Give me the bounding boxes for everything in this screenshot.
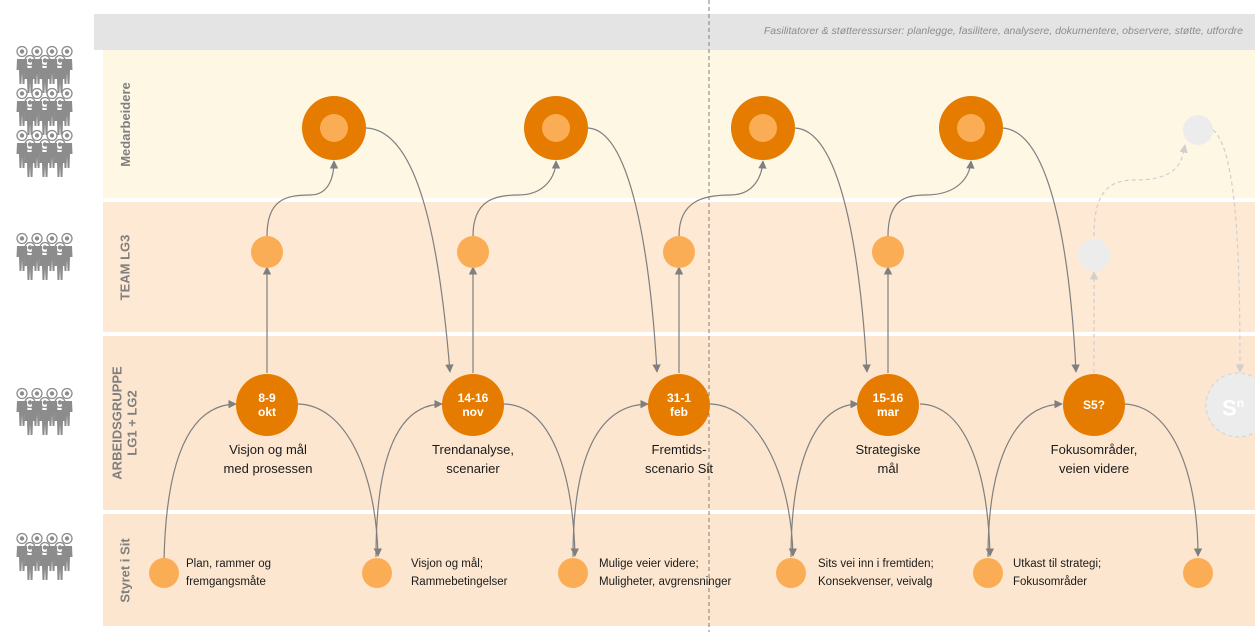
future-session-circle — [1205, 372, 1255, 438]
facilitator-text: Fasilitatorer & støtteressurser: planleg… — [763, 25, 1243, 37]
lane-styret — [103, 514, 1255, 626]
board-task-3: Mulige veier videre;Muligheter, avgrensn… — [599, 558, 732, 588]
session-3-title: Fremtids-scenario Sit — [645, 442, 713, 476]
team-circles — [251, 236, 1110, 271]
board-task-5: Utkast til strategi;Fokusområder — [1013, 558, 1102, 588]
board-task-2: Visjon og mål;Rammebetingelser — [411, 558, 508, 588]
future-session-label: Sn — [1222, 395, 1245, 421]
facilitator-banner: Fasilitatorer & støtteressurser: planleg… — [94, 14, 1255, 50]
session-5-date: S5? — [1082, 398, 1106, 412]
connectors — [163, 127, 1203, 561]
employee-session-circles — [302, 96, 1213, 160]
session-circles — [236, 372, 1255, 438]
board-task-4: Sits vei inn i fremtiden;Konsekvenser, v… — [818, 558, 934, 588]
session-5-title: Fokusområder,veien videre — [1050, 442, 1138, 476]
board-circles — [149, 558, 1213, 588]
session-2-title: Trendanalyse,scenarier — [432, 442, 514, 476]
future-connectors — [1089, 129, 1245, 373]
future-employee-circle — [1183, 115, 1213, 145]
future-team-circle — [1078, 239, 1110, 271]
lane-medarbeidere — [103, 50, 1255, 198]
